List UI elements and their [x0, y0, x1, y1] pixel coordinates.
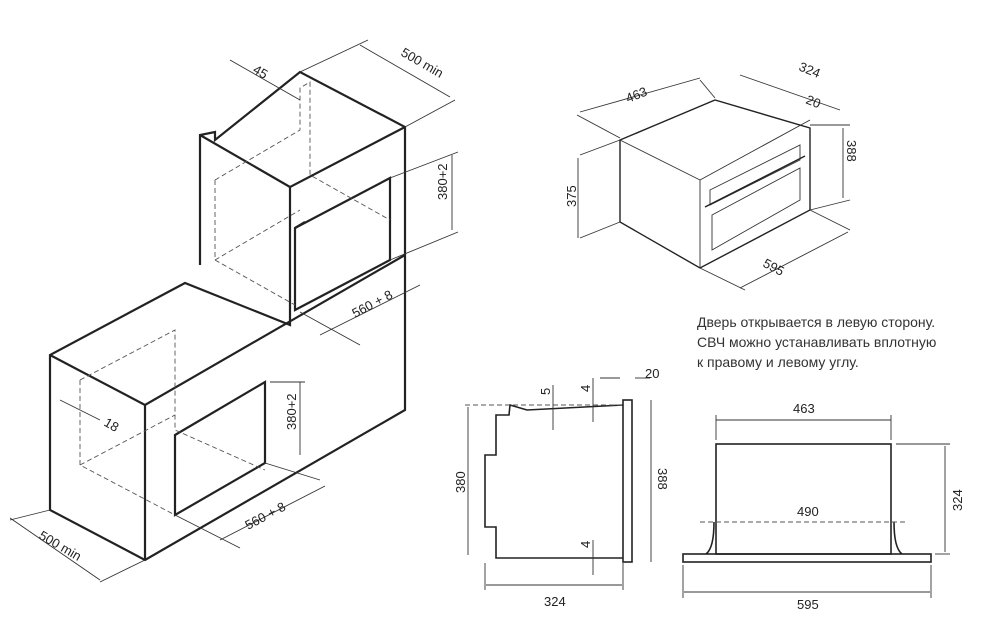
note-line: Дверь открывается в левую сторону. [697, 314, 936, 330]
dim-iso-width: 463 [624, 84, 650, 106]
dim-front-width: 463 [793, 401, 815, 416]
dim-iso-body-height: 375 [564, 185, 579, 207]
cabinet-installation-drawing: 45 500 min 380+2 560 + 8 18 380+2 560 + … [9, 39, 459, 583]
dim-side-depth: 324 [544, 594, 566, 609]
microwave-front-view: 463 324 490 595 [682, 401, 965, 612]
microwave-iso-drawing: 463 324 20 388 375 595 [564, 59, 859, 291]
dim-iso-height: 388 [844, 140, 859, 162]
installation-note: Дверь открывается в левую сторону. СВЧ м… [697, 312, 936, 372]
dim-upper-height: 380+2 [435, 163, 450, 200]
dim-lower-width: 560 + 8 [242, 499, 288, 533]
dim-lower-depth: 500 min [37, 528, 85, 564]
dim-side-top-offset: 4 [578, 385, 593, 392]
dim-upper-depth: 500 min [399, 45, 447, 81]
dim-lower-offset: 18 [102, 415, 122, 435]
dim-front-height: 324 [950, 489, 965, 511]
dim-side-bottom-offset: 4 [578, 541, 593, 548]
note-line: СВЧ можно устанавливать вплотную [697, 334, 937, 350]
dim-front-full-width: 595 [797, 597, 819, 612]
dim-iso-door: 20 [804, 92, 823, 111]
dim-side-height: 388 [655, 468, 670, 490]
dim-side-top-gap: 5 [538, 388, 553, 395]
dim-upper-gap: 45 [251, 62, 271, 82]
dim-upper-width: 560 + 8 [349, 287, 395, 321]
dim-side-body-height: 380 [453, 471, 468, 493]
dim-front-inner: 490 [797, 504, 819, 519]
dim-lower-height: 380+2 [284, 393, 299, 430]
dim-side-door: 20 [645, 366, 659, 381]
dim-iso-depth: 324 [797, 59, 823, 81]
note-line: к правому и левому углу. [697, 354, 859, 370]
microwave-side-view: 5 4 20 380 388 4 324 [453, 366, 670, 609]
